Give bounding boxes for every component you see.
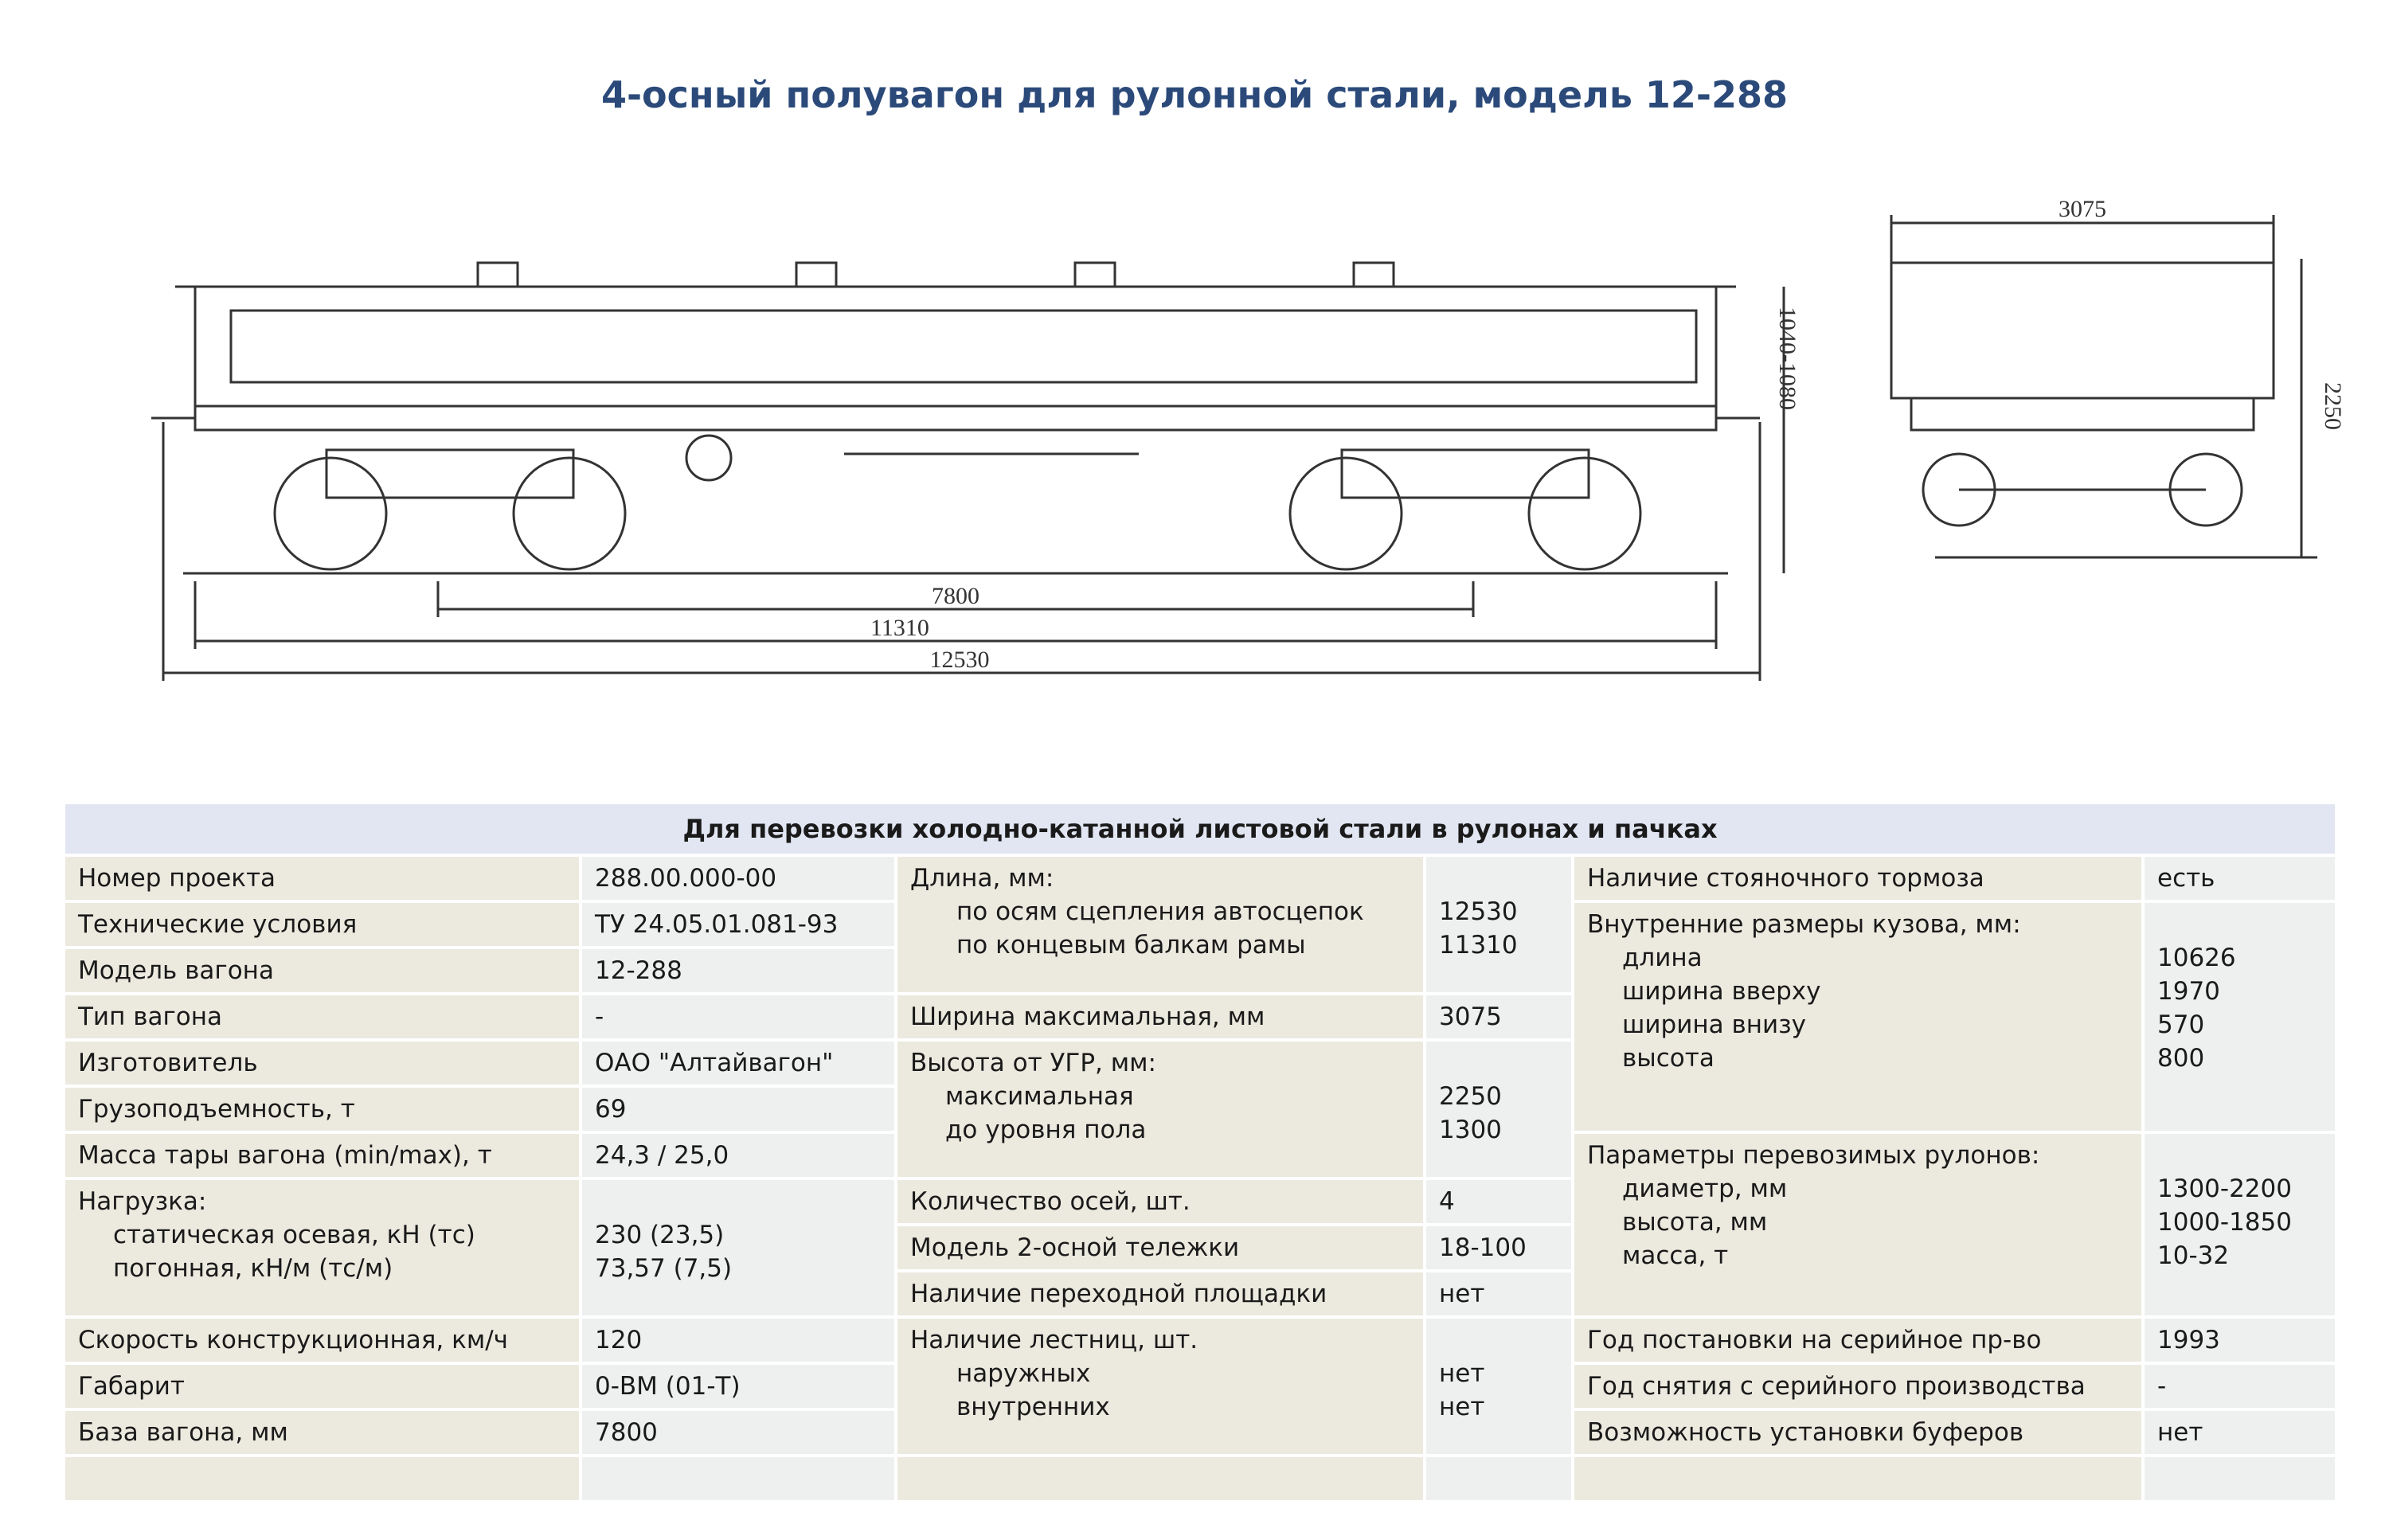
- type-label: Тип вагона: [65, 995, 579, 1038]
- empty-cell: [1574, 1457, 2141, 1500]
- inner-length-label: длина: [1622, 944, 1703, 972]
- brake-label: Наличие стояночного тормоза: [1574, 857, 2141, 900]
- axles-label: Количество осей, шт.: [897, 1180, 1423, 1223]
- base-label: База вагона, мм: [65, 1411, 579, 1454]
- coil-diameter-label: диаметр, мм: [1622, 1175, 1788, 1203]
- tare-label: Масса тары вагона (min/max), т: [65, 1134, 579, 1177]
- load-linear-label: погонная, кН/м (тс/м): [113, 1254, 393, 1283]
- speed-label: Скорость конструкционная, км/ч: [65, 1319, 579, 1362]
- coil-params-label: Параметры перевозимых рулонов:: [1587, 1141, 2040, 1170]
- speed-value: 120: [582, 1319, 894, 1362]
- platform-value: нет: [1426, 1272, 1571, 1315]
- width-value: 3075: [1426, 995, 1571, 1038]
- length-beams-value: 11310: [1439, 931, 1518, 960]
- empty-cell: [582, 1457, 894, 1500]
- serial-start-label: Год постановки на серийное пр-во: [1574, 1319, 2141, 1362]
- base-value: 7800: [582, 1411, 894, 1454]
- inner-height-label: высота: [1622, 1044, 1715, 1073]
- buffers-label: Возможность установки буферов: [1574, 1411, 2141, 1454]
- maker-label: Изготовитель: [65, 1042, 579, 1085]
- wagon-drawing-svg: 7800 11310 12530 1040-1080 3075 2250: [151, 196, 2346, 681]
- height-floor-label: до уровня пола: [945, 1116, 1147, 1144]
- height-max-value: 2250: [1439, 1082, 1502, 1111]
- inner-length-value: 10626: [2157, 944, 2236, 972]
- bogie-label: Модель 2-осной тележки: [897, 1226, 1423, 1269]
- length-label: Длина, мм:: [910, 864, 1054, 893]
- model-label: Модель вагона: [65, 949, 579, 992]
- empty-cell: [897, 1457, 1423, 1500]
- load-linear-value: 73,57 (7,5): [595, 1254, 733, 1283]
- coil-mass-value: 10-32: [2157, 1241, 2230, 1270]
- length-coupler-label: по осям сцепления автосцепок: [956, 897, 1364, 926]
- tare-value: 24,3 / 25,0: [582, 1134, 894, 1177]
- empty-cell: [1426, 1457, 1571, 1500]
- model-value: 12-288: [582, 949, 894, 992]
- width-label: Ширина максимальная, мм: [897, 995, 1423, 1038]
- height-label: Высота от УГР, мм:: [910, 1049, 1156, 1077]
- coil-mass-label: масса, т: [1622, 1241, 1729, 1270]
- inner-width-bottom-value: 570: [2157, 1010, 2205, 1039]
- length-coupler-value: 12530: [1439, 897, 1518, 926]
- bogie-value: 18-100: [1426, 1226, 1571, 1269]
- load-static-label: статическая осевая, кН (тс): [113, 1221, 475, 1249]
- empty-cell: [65, 1457, 579, 1500]
- dim-height-side: 1040-1080: [1774, 307, 1801, 410]
- project-value: 288.00.000-00: [582, 857, 894, 900]
- load-static-value: 230 (23,5): [595, 1221, 725, 1249]
- coil-diameter-value: 1300-2200: [2157, 1175, 2292, 1203]
- ladders-outer-label: наружных: [956, 1359, 1091, 1388]
- maker-value: ОАО "Алтайвагон": [582, 1042, 894, 1085]
- serial-start-value: 1993: [2145, 1319, 2336, 1362]
- inner-width-top-value: 1970: [2157, 977, 2220, 1006]
- load-label: Нагрузка:: [78, 1187, 207, 1216]
- dim-base: 7800: [932, 583, 979, 609]
- inner-height-value: 800: [2157, 1044, 2205, 1073]
- spec-table: Для перевозки холодно-катанной листовой …: [62, 801, 2338, 1503]
- project-label: Номер проекта: [65, 857, 579, 900]
- coil-height-value: 1000-1850: [2157, 1208, 2292, 1237]
- table-header: Для перевозки холодно-катанной листовой …: [65, 804, 2336, 854]
- serial-end-label: Год снятия с серийного производства: [1574, 1365, 2141, 1408]
- ladders-outer-value: нет: [1439, 1359, 1485, 1388]
- height-max-label: максимальная: [945, 1082, 1134, 1111]
- buffers-value: нет: [2145, 1411, 2336, 1454]
- tu-label: Технические условия: [65, 903, 579, 946]
- length-beams-label: по концевым балкам рамы: [956, 931, 1306, 960]
- capacity-value: 69: [582, 1088, 894, 1131]
- page-title: 4-осный полувагон для рулонной стали, мо…: [600, 73, 1789, 116]
- axles-value: 4: [1426, 1180, 1571, 1223]
- dim-height: 2250: [2320, 382, 2341, 430]
- wagon-drawing: 7800 11310 12530 1040-1080 3075 2250: [104, 183, 2346, 709]
- inner-width-top-label: ширина вверху: [1622, 977, 1821, 1006]
- side-view: [151, 261, 1785, 681]
- height-floor-value: 1300: [1439, 1116, 1502, 1144]
- dim-length-frame: 11310: [870, 615, 929, 641]
- empty-cell: [2145, 1457, 2336, 1500]
- end-view: [1890, 215, 2317, 559]
- serial-end-value: -: [2145, 1365, 2336, 1408]
- gauge-label: Габарит: [65, 1365, 579, 1408]
- coil-height-label: высота, мм: [1622, 1208, 1768, 1237]
- inner-width-bottom-label: ширина внизу: [1622, 1010, 1806, 1039]
- inner-dimensions-label: Внутренние размеры кузова, мм:: [1587, 910, 2021, 939]
- tu-value: ТУ 24.05.01.081-93: [582, 903, 894, 946]
- capacity-label: Грузоподъемность, т: [65, 1088, 579, 1131]
- dim-length-total: 12530: [930, 647, 990, 673]
- brake-value: есть: [2145, 857, 2336, 900]
- ladders-inner-value: нет: [1439, 1393, 1485, 1421]
- ladders-inner-label: внутренних: [956, 1393, 1110, 1421]
- gauge-value: 0-ВМ (01-Т): [582, 1365, 894, 1408]
- dim-width: 3075: [2059, 196, 2106, 222]
- platform-label: Наличие переходной площадки: [897, 1272, 1423, 1315]
- ladders-label: Наличие лестниц, шт.: [910, 1326, 1198, 1354]
- type-value: -: [582, 995, 894, 1038]
